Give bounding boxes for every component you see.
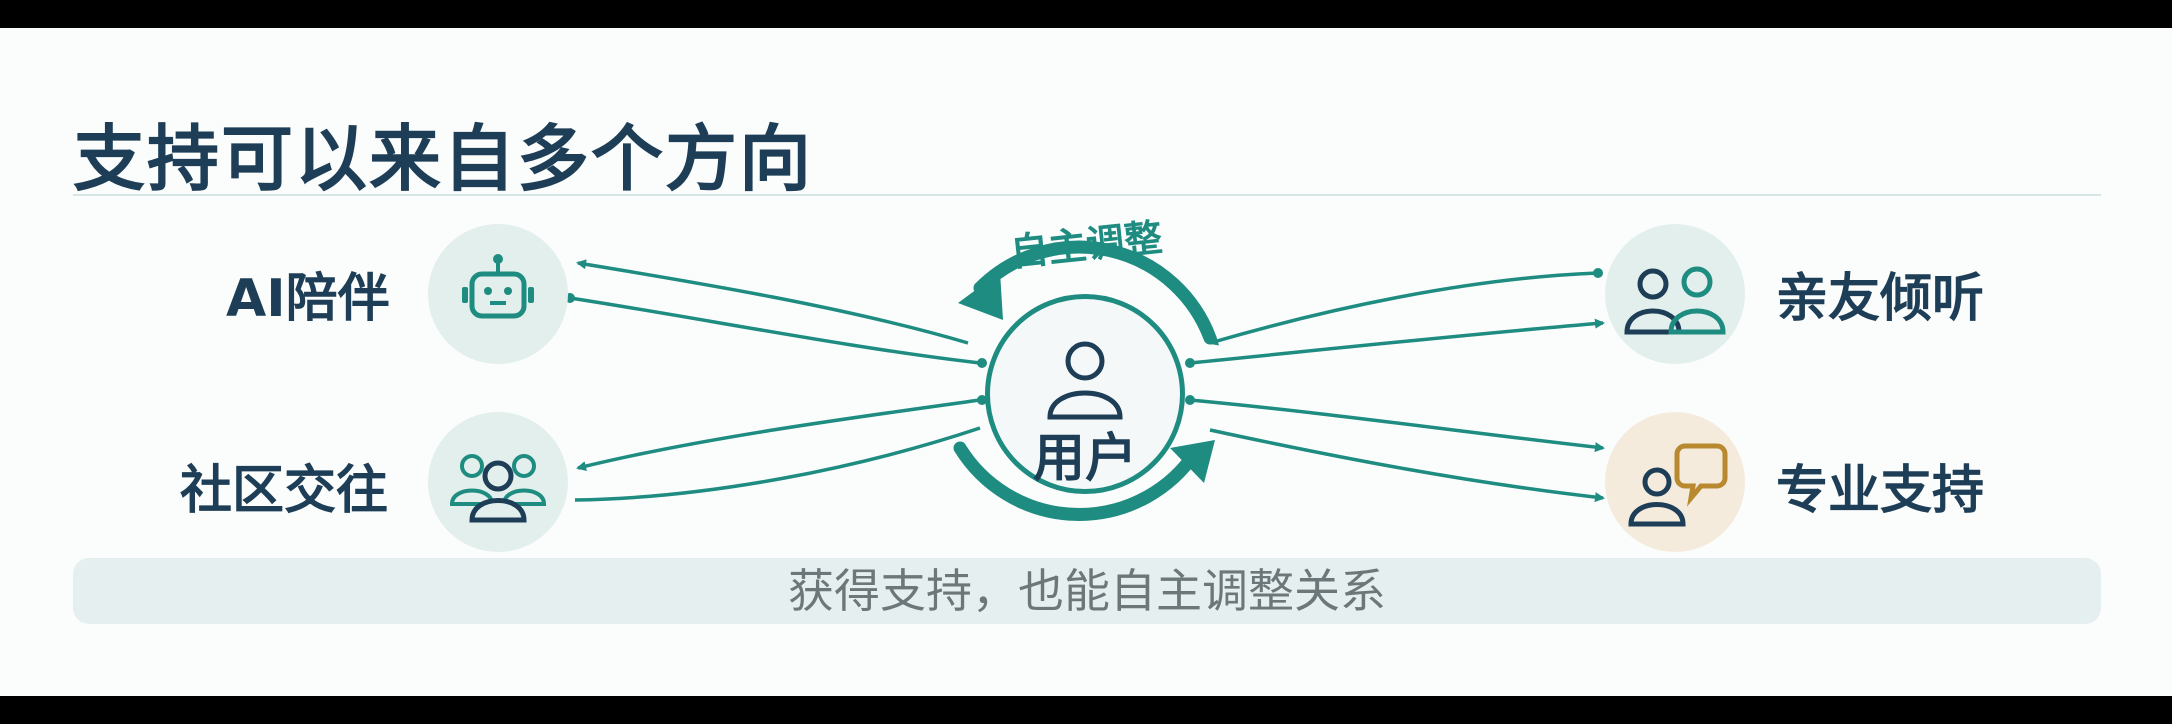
- ai-label: AI陪伴: [226, 269, 390, 329]
- community-node: [428, 412, 568, 552]
- family-label: 亲友倾听: [1776, 269, 1985, 329]
- arrow-from-ai: [569, 296, 981, 365]
- adjust-arc-bottom-head: [1170, 440, 1215, 483]
- divider: [73, 194, 2101, 196]
- arrow-to-community: [576, 398, 981, 471]
- connector-dot: [977, 395, 987, 405]
- community-label: 社区交往: [180, 461, 389, 521]
- arrow-to-family: [1189, 318, 1605, 365]
- group-icon: [449, 454, 547, 523]
- connector-dot: [1593, 268, 1603, 278]
- connections-diagram: [565, 240, 1605, 521]
- adjust-arc-top: [973, 240, 1217, 345]
- caption-bar: 获得支持，也能自主调整关系: [73, 558, 2101, 624]
- user-icon: [1047, 341, 1123, 420]
- adjust-arc-bottom: [953, 441, 1202, 521]
- arrow-to-professional: [1189, 398, 1605, 453]
- user-label: 用户: [1033, 429, 1138, 489]
- user-node: [985, 294, 1185, 494]
- arrow-from-family: [1208, 271, 1599, 346]
- caption-text: 获得支持，也能自主调整关系: [788, 564, 1386, 618]
- ai-node: [428, 224, 568, 364]
- adjust-arc-top-head: [958, 272, 1003, 320]
- slide: 支持可以来自多个方向: [0, 28, 2172, 696]
- two-people-icon: [1624, 266, 1726, 335]
- page-title: 支持可以来自多个方向: [73, 117, 814, 201]
- arrow-to-professional-2: [1209, 428, 1605, 503]
- connector-dot: [977, 358, 987, 368]
- connector-dot: [1185, 358, 1195, 368]
- connector-dot: [1185, 395, 1195, 405]
- family-node: [1605, 224, 1745, 364]
- robot-icon: [462, 254, 534, 319]
- professional-label: 专业支持: [1776, 461, 1985, 521]
- arrow-from-community: [574, 426, 981, 502]
- professional-node: [1605, 412, 1745, 552]
- person-speech-bubble-icon: [1628, 443, 1728, 527]
- arrow-to-ai: [576, 259, 969, 345]
